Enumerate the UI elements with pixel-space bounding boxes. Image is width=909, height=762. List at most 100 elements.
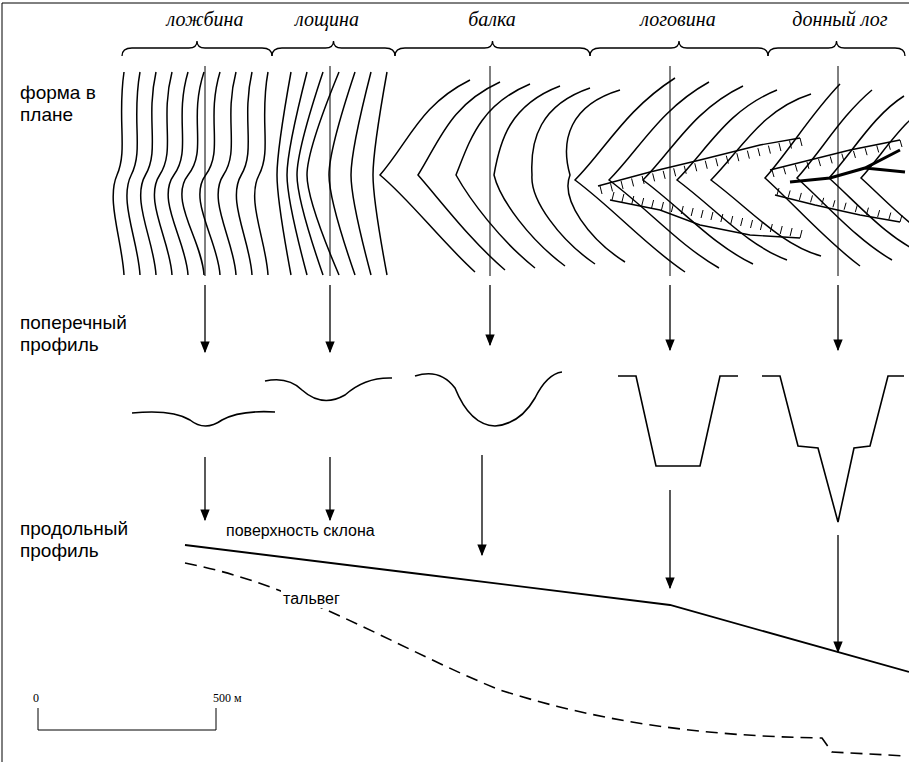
hatch: [760, 222, 762, 230]
contour-line: [236, 72, 252, 275]
hatch: [900, 140, 902, 147]
hatch: [888, 143, 890, 150]
row-label: форма в плане: [20, 82, 120, 126]
hatch: [877, 145, 879, 152]
arrow: [481, 455, 482, 555]
hatch: [819, 159, 821, 166]
section-heading: балка: [468, 8, 516, 31]
brace: [590, 41, 768, 56]
hatch: [681, 206, 683, 214]
hatch: [705, 161, 707, 169]
hatch: [695, 163, 697, 171]
contour-line: [575, 78, 685, 272]
hatch: [711, 212, 713, 220]
hatch: [807, 162, 809, 169]
hatch: [768, 146, 770, 154]
arrow: [204, 285, 205, 352]
hatch: [855, 205, 857, 212]
contour-line: [297, 72, 323, 275]
hatch: [652, 200, 654, 208]
hatch: [621, 181, 623, 189]
section-heading: ложбина: [167, 8, 244, 31]
arrow: [837, 285, 838, 350]
axis-lines: [205, 66, 838, 276]
hatch: [684, 166, 686, 174]
hatch: [632, 178, 634, 186]
row-label: поперечный профиль: [20, 312, 170, 356]
section-heading: лощина: [295, 8, 359, 31]
hatch: [691, 208, 693, 216]
brow-line: [610, 200, 800, 238]
hatch: [800, 230, 802, 238]
contour-line: [418, 82, 505, 270]
contour-line: [127, 72, 140, 275]
arrow: [669, 490, 670, 588]
axis-line: [838, 66, 839, 276]
hatch: [751, 220, 753, 228]
arrow: [669, 285, 670, 350]
hatch: [611, 183, 613, 191]
hatch: [900, 215, 902, 222]
scale-label: 500 м: [213, 692, 242, 706]
hatch: [889, 213, 891, 220]
hatch: [661, 202, 663, 210]
brace: [395, 41, 590, 56]
scale-bar: [38, 708, 216, 730]
hatch: [716, 158, 718, 166]
brace: [768, 41, 905, 56]
hatch: [600, 186, 602, 194]
contour-line: [373, 72, 387, 275]
line-label: тальвег: [281, 590, 342, 608]
axis-line: [205, 66, 206, 276]
hatch: [780, 226, 782, 234]
hatch: [632, 196, 634, 204]
hatch: [663, 171, 665, 179]
section-heading: логовина: [640, 8, 715, 31]
contour-line: [711, 94, 821, 256]
section-braces: [122, 41, 905, 56]
hatch: [795, 165, 797, 172]
hatch: [741, 218, 743, 226]
hatch: [878, 210, 880, 217]
hatch: [830, 156, 832, 163]
hatch: [622, 194, 624, 202]
hatch: [674, 168, 676, 176]
contour-line: [277, 72, 291, 275]
hatch: [747, 151, 749, 159]
line-label: поверхность склона: [224, 522, 377, 540]
contour-line: [532, 88, 595, 264]
arrow: [489, 285, 490, 345]
brace: [272, 41, 395, 56]
contour-line: [494, 86, 565, 266]
hatch: [866, 208, 868, 215]
contour-line: [113, 72, 124, 275]
scale-label: 0: [33, 692, 39, 706]
brow-line: [598, 138, 800, 186]
hatch: [701, 210, 703, 218]
hatch: [833, 200, 835, 207]
arrow: [204, 457, 205, 520]
contour-lines: [113, 72, 909, 275]
contour-line: [168, 72, 188, 275]
axis-line: [490, 66, 491, 276]
contour-line: [200, 72, 220, 275]
cross-profile: [132, 412, 275, 426]
contour-line: [307, 72, 339, 275]
cross-profile: [762, 376, 904, 522]
arrow: [329, 285, 330, 352]
cross-profile: [415, 372, 562, 426]
hatch: [811, 195, 813, 202]
section-heading: донный лог: [792, 8, 887, 31]
hatch: [799, 193, 801, 200]
hatch: [612, 192, 614, 200]
contour-line: [609, 82, 719, 268]
hatch: [642, 176, 644, 184]
contour-line: [154, 72, 172, 275]
thalweg-line: [185, 563, 906, 756]
hatch: [779, 143, 781, 151]
cross-profile: [618, 376, 738, 466]
brow-line: [770, 140, 900, 170]
arrow: [329, 457, 330, 520]
hatch: [770, 224, 772, 232]
arrow: [837, 535, 838, 652]
